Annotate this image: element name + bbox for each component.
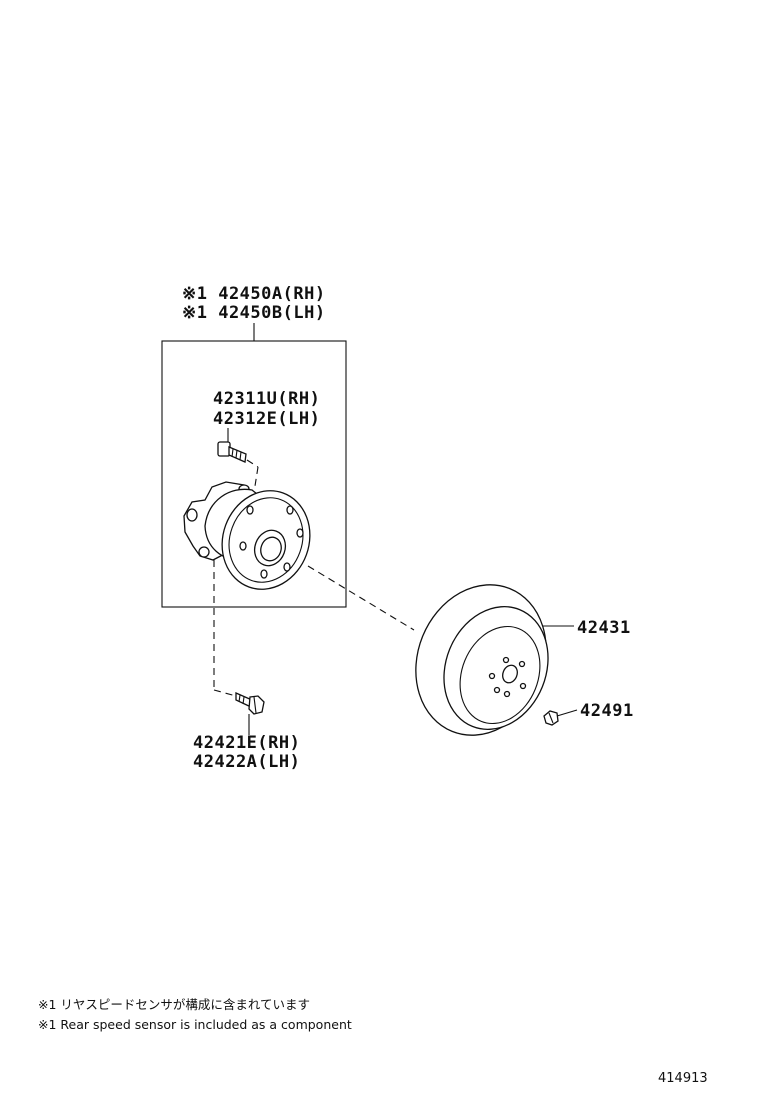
hub-bolt-rh-label: 42311U(RH) bbox=[213, 389, 320, 409]
diagram-code: 414913 bbox=[658, 1071, 708, 1086]
hub-bolt-dash-2 bbox=[254, 466, 259, 487]
hub-bolt-lh-label: 42312E(LH) bbox=[213, 409, 320, 429]
hub-bearing-assembly bbox=[183, 481, 311, 590]
hub-bolt-dash-1 bbox=[246, 459, 259, 468]
plug-screw bbox=[543, 710, 559, 726]
mount-bolt bbox=[235, 692, 265, 715]
mount-bolt-rh-label: 42421E(RH) bbox=[193, 733, 300, 753]
plug-label: 42491 bbox=[580, 701, 634, 721]
brake-disc bbox=[415, 584, 549, 736]
hub-to-disc-dash bbox=[307, 565, 415, 631]
mount-bolt-dash-2 bbox=[213, 689, 237, 697]
plug-leader bbox=[556, 709, 578, 717]
hub-bolt bbox=[217, 441, 247, 463]
note-japanese: ※1 リヤスピードセンサが構成に含まれています bbox=[38, 997, 310, 1012]
mount-bolt-lh-label: 42422A(LH) bbox=[193, 752, 300, 772]
disc-label: 42431 bbox=[577, 618, 631, 638]
note-english: ※1 Rear speed sensor is included as a co… bbox=[38, 1017, 352, 1032]
hub-assembly-rh-label: ※1 42450A(RH) bbox=[182, 284, 326, 304]
hub-assembly-frame bbox=[161, 340, 347, 608]
hub-assembly-lh-label: ※1 42450B(LH) bbox=[182, 303, 326, 323]
